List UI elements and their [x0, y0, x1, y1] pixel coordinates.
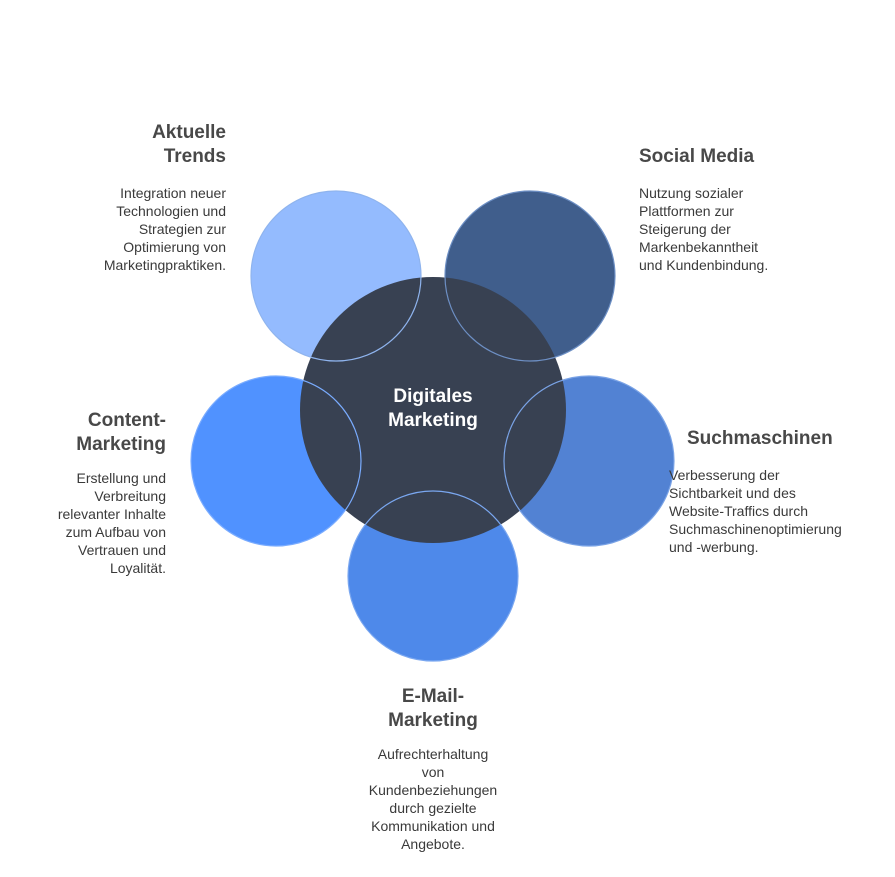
desc-social-media: Nutzung sozialer Plattformen zur Steiger…	[639, 185, 769, 273]
desc-email-marketing: Aufrechterhaltung von Kundenbeziehungen …	[368, 746, 498, 852]
title-social-media: Social Media	[639, 146, 755, 167]
center-circle	[300, 277, 566, 543]
desc-content-marketing: Erstellung und Verbreitung relevanter In…	[57, 470, 166, 576]
outline-social-media	[444, 190, 616, 362]
outline-content-marketing	[190, 375, 362, 547]
outline-email-marketing	[347, 490, 519, 662]
desc-aktuelle-trends: Integration neuer Technologien und Strat…	[103, 185, 226, 273]
center-label: Digitales Marketing	[388, 386, 478, 431]
desc-suchmaschinen: Verbesserung der Sichtbarkeit und des We…	[669, 467, 842, 555]
title-email-marketing: E-Mail- Marketing	[388, 686, 478, 731]
title-suchmaschinen: Suchmaschinen	[687, 428, 833, 449]
title-content-marketing: Content- Marketing	[76, 410, 166, 455]
outline-suchmaschinen	[503, 375, 675, 547]
outline-aktuelle-trends	[250, 190, 422, 362]
title-aktuelle-trends: Aktuelle Trends	[152, 122, 226, 167]
